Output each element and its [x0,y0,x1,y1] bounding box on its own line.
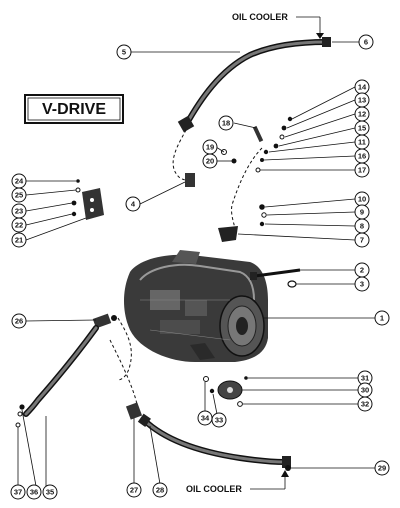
svg-text:25: 25 [15,191,23,200]
long-bolt [250,268,301,288]
svg-text:24: 24 [15,177,24,186]
svg-text:3: 3 [360,280,364,289]
svg-text:15: 15 [358,124,366,133]
callout-21: 21 [11,232,27,248]
svg-text:12: 12 [358,110,366,119]
svg-text:7: 7 [360,236,364,245]
oil-cooler-top-text: OIL COOLER [232,12,288,22]
svg-text:37: 37 [14,488,22,497]
svg-text:26: 26 [15,317,23,326]
svg-text:1: 1 [380,314,384,323]
diagram-title: V-DRIVE [42,101,106,118]
svg-text:21: 21 [15,236,23,245]
callout-14: 14 [354,79,370,95]
callout-37: 37 [10,484,26,500]
svg-text:27: 27 [130,486,138,495]
svg-text:34: 34 [201,414,210,423]
svg-text:6: 6 [364,38,368,47]
svg-text:23: 23 [15,207,23,216]
oil-cooler-top-label: OIL COOLER [232,12,324,39]
leader-lines [17,41,376,487]
svg-text:35: 35 [46,488,54,497]
callout-27: 27 [126,482,142,498]
callout-33: 33 [211,412,227,428]
callout-15: 15 [354,120,370,136]
svg-text:9: 9 [360,208,364,217]
callout-28: 28 [152,482,168,498]
callout-10: 10 [354,191,370,207]
svg-text:4: 4 [131,200,136,209]
callout-22: 22 [11,217,27,233]
svg-text:18: 18 [222,119,230,128]
callout-12: 12 [354,106,370,122]
callout-9: 9 [354,204,370,220]
svg-text:14: 14 [358,83,367,92]
arrow-down-icon [316,33,324,39]
callout-1: 1 [374,310,390,326]
arrow-up-icon [281,470,289,477]
callout-26: 26 [11,313,27,329]
oil-cooler-bottom-text: OIL COOLER [186,484,242,494]
callout-25: 25 [11,187,27,203]
callout-6: 6 [358,34,374,50]
svg-text:31: 31 [361,374,369,383]
callout-2: 2 [354,262,370,278]
svg-text:36: 36 [30,488,38,497]
left-hose [15,325,99,428]
callout-34: 34 [197,410,213,426]
svg-text:17: 17 [358,166,366,175]
svg-text:20: 20 [206,157,214,166]
callout-8: 8 [354,218,370,234]
svg-text:8: 8 [360,222,364,231]
cover-plate [203,376,248,407]
transmission-housing [124,250,268,362]
callout-11: 11 [354,134,370,150]
callout-3: 3 [354,276,370,292]
callout-36: 36 [26,484,42,500]
callout-19: 19 [202,139,218,155]
callout-29: 29 [374,460,390,476]
svg-text:28: 28 [156,486,164,495]
callout-7: 7 [354,232,370,248]
callout-24: 24 [11,173,27,189]
callout-32: 32 [357,396,373,412]
svg-text:13: 13 [358,96,366,105]
callout-20: 20 [202,153,218,169]
svg-text:30: 30 [361,386,369,395]
oil-cooler-bottom-label: OIL COOLER [186,470,289,494]
callout-13: 13 [354,92,370,108]
mount-bracket [71,179,104,220]
svg-text:19: 19 [206,143,214,152]
svg-text:32: 32 [361,400,369,409]
title-box: V-DRIVE [24,94,124,124]
callout-5: 5 [116,44,132,60]
upper-hardware [218,116,293,242]
lower-hose [125,402,291,471]
callout-35: 35 [42,484,58,500]
callout-30: 30 [357,382,373,398]
svg-text:10: 10 [358,195,366,204]
svg-text:22: 22 [15,221,23,230]
svg-text:2: 2 [360,266,364,275]
callout-18: 18 [218,115,234,131]
callout-16: 16 [354,148,370,164]
svg-text:16: 16 [358,152,366,161]
svg-text:11: 11 [358,138,366,147]
svg-text:5: 5 [122,48,126,57]
callout-4: 4 [125,196,141,212]
svg-text:29: 29 [378,464,386,473]
upper-hose [172,37,331,187]
callout-17: 17 [354,162,370,178]
left-fitting [92,313,132,381]
svg-text:33: 33 [215,416,223,425]
callout-23: 23 [11,203,27,219]
